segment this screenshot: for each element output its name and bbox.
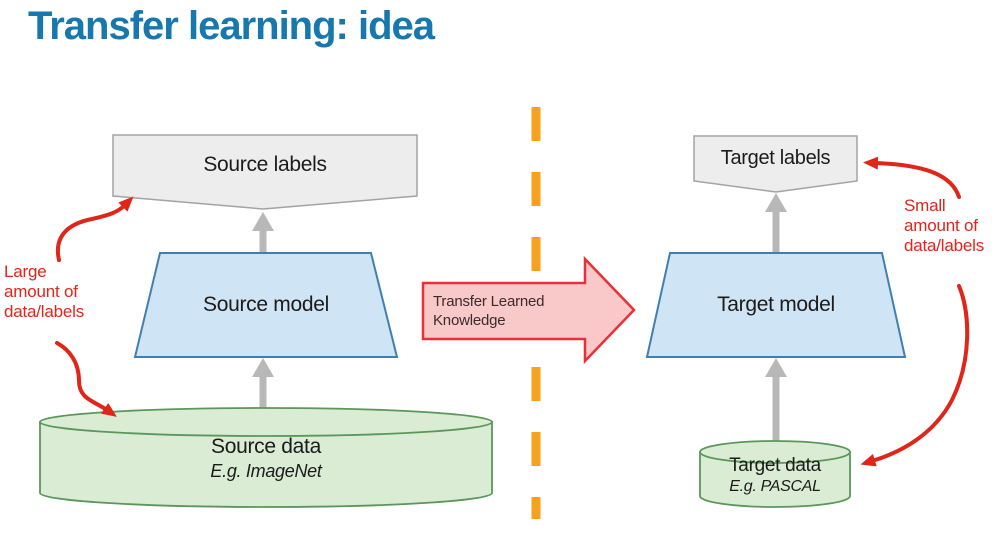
large-amount-line2: amount of bbox=[4, 282, 78, 301]
transfer-knowledge-label: Transfer Learned Knowledge bbox=[433, 293, 545, 329]
target-data-cylinder bbox=[699, 440, 851, 508]
source-data-text: Source data E.g. ImageNet bbox=[40, 426, 492, 490]
flow-arrows bbox=[252, 193, 787, 446]
large-to-source-data-arrow-icon bbox=[55, 341, 117, 417]
target-model-to-labels-arrow-icon bbox=[765, 193, 787, 253]
small-to-target-labels-arrow-icon bbox=[863, 156, 961, 199]
source-labels-text: Source labels bbox=[203, 153, 327, 176]
small-to-target-data-arrow-icon bbox=[860, 284, 970, 467]
source-model-to-labels-arrow-icon bbox=[252, 212, 274, 253]
source-data-title: Source data bbox=[211, 434, 321, 458]
target-data-title: Target data bbox=[729, 454, 821, 476]
target-data-to-model-arrow-icon bbox=[765, 358, 787, 446]
source-data-to-model-arrow-icon bbox=[252, 358, 274, 414]
source-labels-box bbox=[112, 134, 418, 210]
target-model-text: Target model bbox=[717, 293, 835, 316]
small-amount-line2: amount of bbox=[904, 216, 978, 235]
target-labels-box bbox=[693, 135, 858, 193]
small-amount-line3: data/labels bbox=[904, 236, 985, 255]
target-model-box bbox=[645, 252, 907, 358]
source-data-cylinder bbox=[39, 407, 493, 508]
large-amount-line3: data/labels bbox=[4, 302, 85, 321]
transfer-knowledge-arrow bbox=[421, 255, 636, 365]
annotation-arrows bbox=[55, 156, 970, 467]
large-to-source-labels-arrow-icon bbox=[55, 196, 134, 262]
source-data-subtitle: E.g. ImageNet bbox=[210, 460, 322, 481]
target-data-cylinder-body bbox=[699, 451, 851, 508]
source-data-cylinder-body bbox=[39, 421, 493, 508]
target-data-text: Target data E.g. PASCAL bbox=[700, 452, 850, 498]
source-model-text: Source model bbox=[203, 293, 329, 316]
source-data-cylinder-top bbox=[39, 407, 493, 437]
target-data-subtitle: E.g. PASCAL bbox=[729, 477, 821, 495]
large-amount-line1: Large bbox=[4, 262, 47, 281]
small-amount-line1: Small bbox=[904, 196, 946, 215]
target-labels-text: Target labels bbox=[720, 147, 831, 169]
target-data-cylinder-top bbox=[699, 440, 851, 464]
source-model-box bbox=[133, 252, 399, 358]
slide-title: Transfer learning: idea bbox=[28, 4, 435, 48]
large-amount-annotation: Large amount of data/labels bbox=[4, 262, 84, 322]
small-amount-annotation: Small amount of data/labels bbox=[904, 196, 984, 256]
